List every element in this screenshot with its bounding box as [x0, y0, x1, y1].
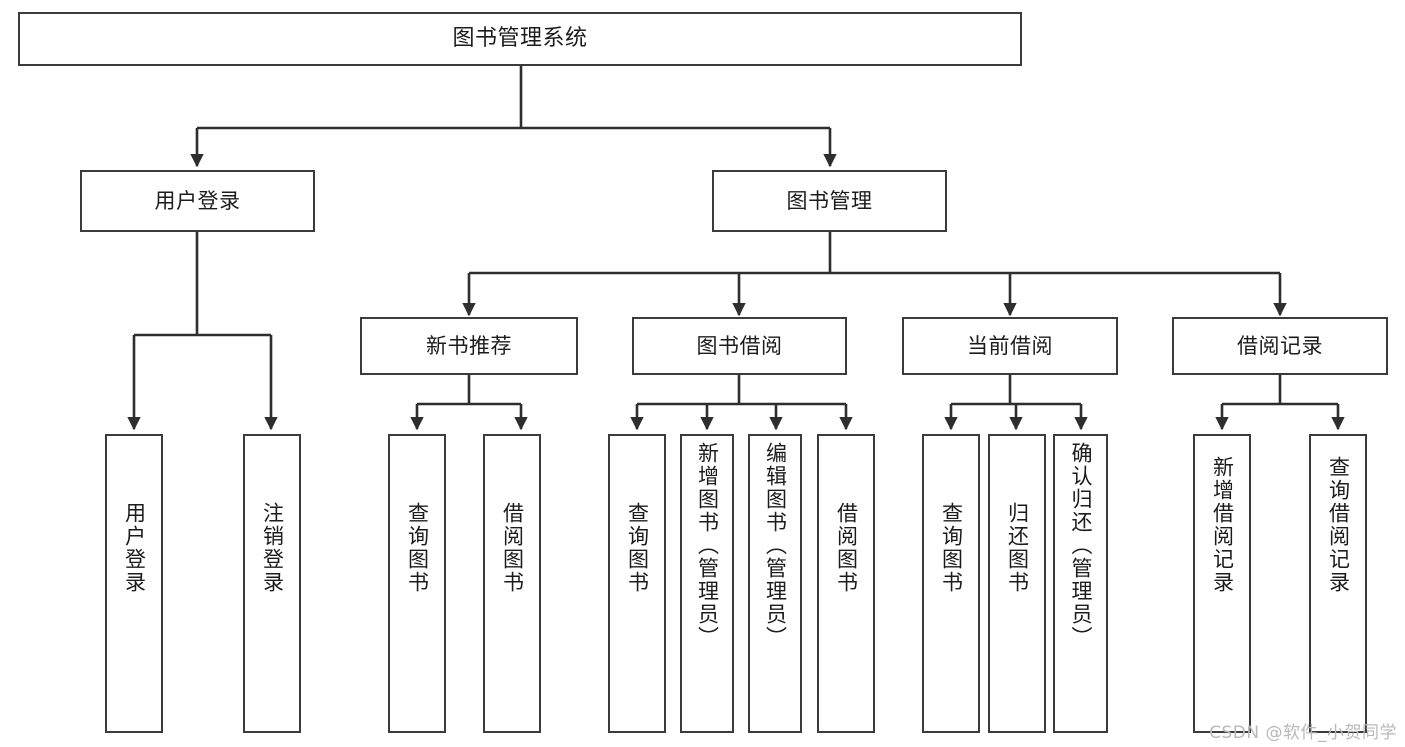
node-user-login-label: 用户登录 [154, 188, 241, 213]
node-book-management[interactable]: 图书管理 [712, 170, 947, 232]
node-root-label: 图书管理系统 [452, 26, 588, 52]
node-current-borrow[interactable]: 当前借阅 [902, 317, 1118, 375]
node-leaf-user-login[interactable]: 用户登录 [105, 434, 163, 733]
node-leaf-borrow-book-2[interactable]: 借阅图书 [817, 434, 875, 733]
node-leaf-borrow-book-1[interactable]: 借阅图书 [483, 434, 541, 733]
node-leaf-query-book-1[interactable]: 查询图书 [388, 434, 446, 733]
node-leaf-confirm-return[interactable]: 确认归还（管理员） [1053, 434, 1108, 733]
node-leaf-add-book-label: 新增图书（管理员） [695, 442, 720, 649]
node-leaf-query-book-3[interactable]: 查询图书 [922, 434, 980, 733]
node-leaf-return-book[interactable]: 归还图书 [988, 434, 1046, 733]
node-leaf-borrow-book-2-label: 借阅图书 [834, 502, 859, 594]
node-current-borrow-label: 当前借阅 [967, 333, 1053, 358]
node-leaf-query-record-label: 查询借阅记录 [1326, 456, 1351, 594]
node-leaf-borrow-book-1-label: 借阅图书 [500, 502, 525, 594]
node-leaf-query-book-2[interactable]: 查询图书 [608, 434, 666, 733]
node-leaf-confirm-return-label: 确认归还（管理员） [1069, 442, 1094, 649]
node-borrow-record-label: 借阅记录 [1237, 333, 1323, 358]
node-leaf-edit-book-label: 编辑图书（管理员） [763, 442, 788, 649]
node-leaf-query-book-3-label: 查询图书 [939, 502, 964, 594]
node-user-login[interactable]: 用户登录 [80, 170, 315, 232]
node-leaf-query-book-2-label: 查询图书 [625, 502, 650, 594]
node-borrow-record[interactable]: 借阅记录 [1172, 317, 1388, 375]
node-leaf-user-logout-label: 注销登录 [260, 502, 285, 594]
node-leaf-add-book[interactable]: 新增图书（管理员） [680, 434, 734, 733]
node-leaf-add-record-label: 新增借阅记录 [1210, 456, 1235, 594]
node-book-management-label: 图书管理 [786, 188, 873, 213]
csdn-watermark: CSDN @软件_小贺同学 [1209, 723, 1397, 743]
node-leaf-user-login-label: 用户登录 [122, 502, 147, 594]
node-leaf-edit-book[interactable]: 编辑图书（管理员） [748, 434, 802, 733]
node-leaf-query-record[interactable]: 查询借阅记录 [1309, 434, 1367, 733]
node-new-book-recommend[interactable]: 新书推荐 [360, 317, 578, 375]
node-root[interactable]: 图书管理系统 [18, 12, 1022, 66]
node-book-borrow-label: 图书借阅 [696, 333, 783, 358]
node-leaf-user-logout[interactable]: 注销登录 [243, 434, 301, 733]
node-book-borrow[interactable]: 图书借阅 [632, 317, 847, 375]
node-leaf-add-record[interactable]: 新增借阅记录 [1193, 434, 1251, 733]
node-leaf-return-book-label: 归还图书 [1005, 502, 1030, 594]
node-leaf-query-book-1-label: 查询图书 [405, 502, 430, 594]
node-new-book-recommend-label: 新书推荐 [426, 333, 512, 358]
